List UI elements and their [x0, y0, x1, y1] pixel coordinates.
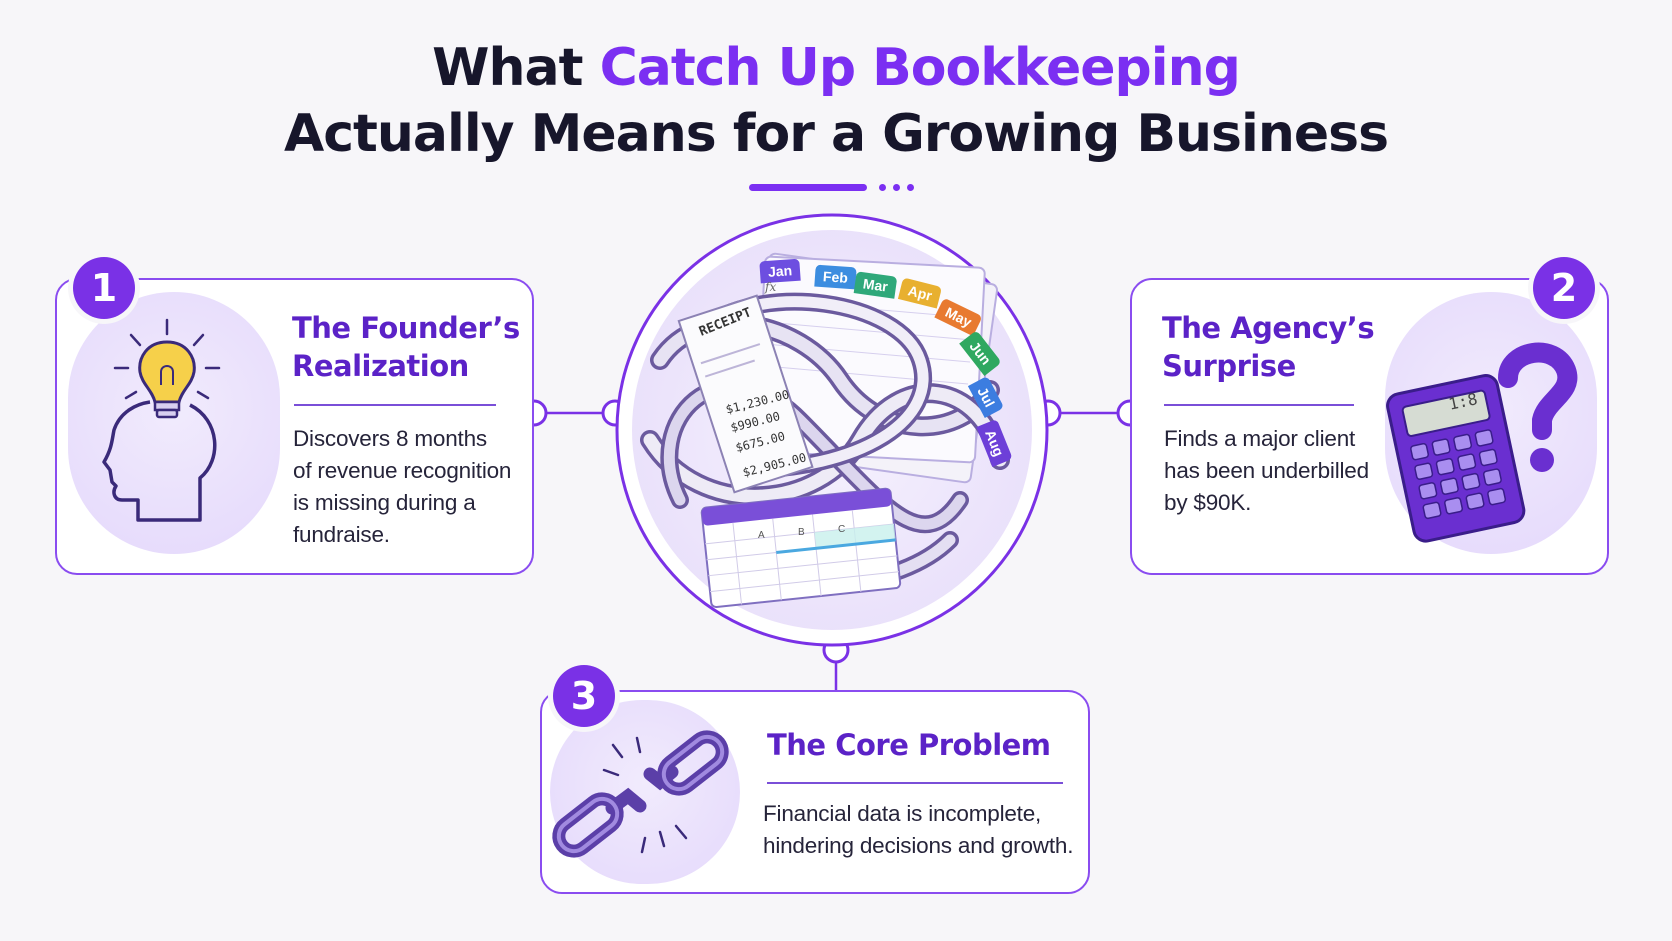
title-highlight: Catch Up Bookkeeping — [599, 38, 1241, 98]
spreadsheet-window-icon — [700, 487, 902, 609]
sheet-column-label: A — [758, 530, 765, 541]
description-line: hindering decisions and growth. — [763, 833, 1074, 858]
card-title: The Founder’s Realization — [292, 309, 520, 385]
description-line: by $90K. — [1164, 490, 1252, 515]
card-divider — [294, 404, 496, 406]
card-description: Discovers 8 months of revenue recognitio… — [293, 423, 511, 551]
description-line: Discovers 8 months — [293, 426, 487, 451]
receipt-icon — [677, 294, 814, 494]
step-number-badge: 2 — [1533, 257, 1595, 319]
title-dot — [893, 184, 900, 191]
icon-disc — [68, 292, 280, 554]
title-dot — [879, 184, 886, 191]
formula-label: fx — [765, 280, 777, 294]
card-title: The Core Problem — [767, 728, 1051, 762]
card-title: The Agency’s Surprise — [1162, 309, 1375, 385]
description-line: Finds a major client — [1164, 426, 1356, 451]
title-dot — [907, 184, 914, 191]
card-description: Finds a major client has been underbille… — [1164, 423, 1369, 519]
card-description: Financial data is incomplete, hindering … — [763, 798, 1073, 862]
card-divider — [767, 782, 1063, 784]
description-line: is missing during a — [293, 490, 476, 515]
card-title-line: The Agency’s — [1162, 311, 1375, 345]
title-prefix: What — [432, 38, 600, 98]
sheet-column-label: C — [838, 524, 846, 535]
card-title-line: Realization — [292, 349, 469, 383]
card-title-line: Surprise — [1162, 349, 1296, 383]
sheet-column-label: B — [798, 527, 805, 538]
page-title-line-2: Actually Means for a Growing Business — [283, 104, 1389, 164]
step-number-badge: 3 — [553, 665, 615, 727]
step-number-badge: 1 — [73, 257, 135, 319]
description-line: fundraise. — [293, 522, 390, 547]
tangled-tape-icon — [640, 292, 1010, 594]
card-divider — [1164, 404, 1354, 406]
description-line: has been underbilled — [1164, 458, 1369, 483]
page-title-line-1: What Catch Up Bookkeeping — [0, 38, 1672, 98]
card-title-line: The Founder’s — [292, 311, 520, 345]
description-line: of revenue recognition — [293, 458, 512, 483]
title-underline — [749, 184, 867, 191]
description-line: Financial data is incomplete, — [763, 801, 1042, 826]
